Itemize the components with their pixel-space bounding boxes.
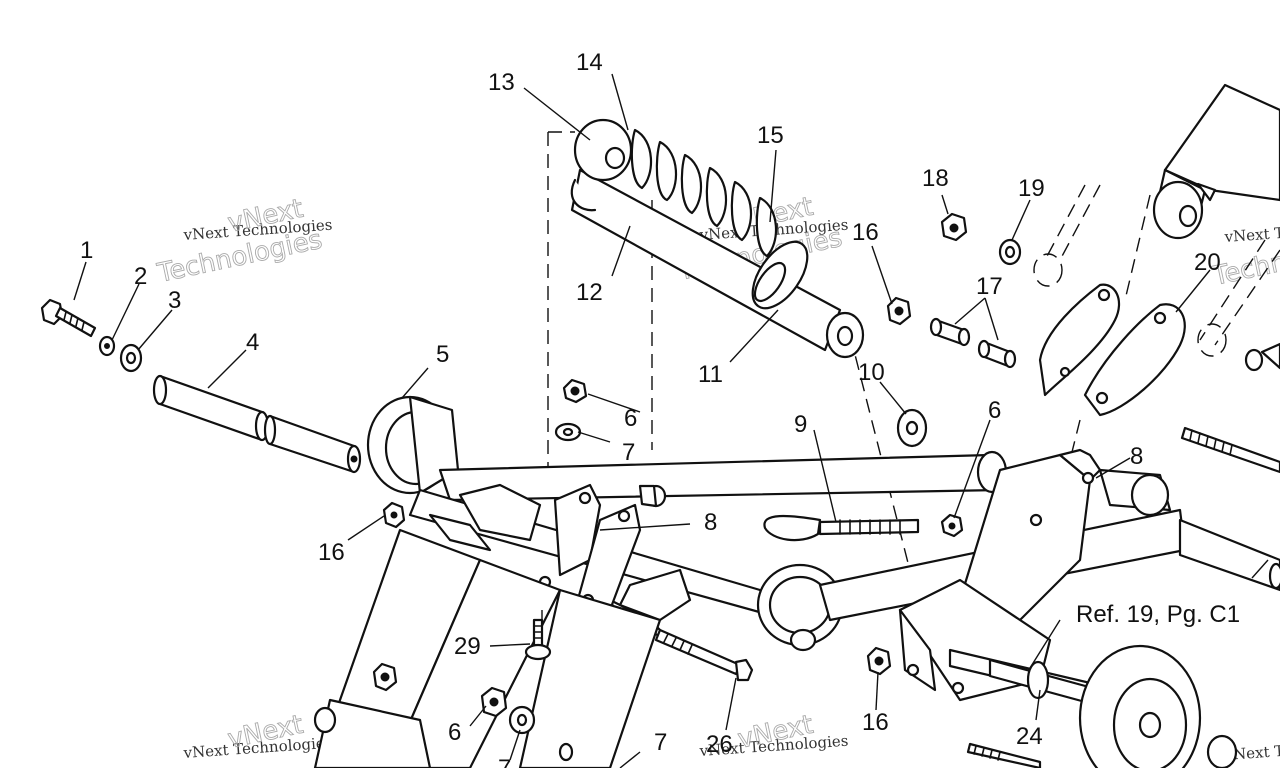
callout-7-center: 7 — [622, 439, 635, 466]
callout-16-upper: 16 — [852, 219, 879, 246]
nut-6-lower — [480, 686, 508, 718]
callout-29: 29 — [454, 633, 481, 660]
callout-2: 2 — [134, 263, 147, 290]
nut-16-upper — [886, 296, 912, 326]
callout-3: 3 — [168, 287, 181, 314]
callout-8-right: 8 — [1130, 443, 1143, 470]
callout-13: 13 — [488, 69, 515, 96]
axle-and-wheel — [988, 644, 1238, 768]
callout-5: 5 — [436, 341, 449, 368]
callout-16-left: 16 — [318, 539, 345, 566]
shock-absorber — [570, 118, 865, 359]
callout-6-lower: 6 — [448, 719, 461, 746]
leader-lines — [73, 73, 1269, 768]
callout-4: 4 — [246, 329, 259, 356]
callout-14: 14 — [576, 49, 603, 76]
callout-7-lower-left: 7 — [498, 755, 511, 768]
callout-17: 17 — [976, 273, 1003, 300]
washer-10 — [896, 408, 928, 448]
callout-12: 12 — [576, 279, 603, 306]
callout-20: 20 — [1194, 249, 1221, 276]
nut-16-lower — [866, 646, 892, 676]
callout-6-right: 6 — [988, 397, 1001, 424]
callout-9: 9 — [794, 411, 807, 438]
washer-right-edge — [1244, 342, 1280, 372]
lower-left-frame — [313, 528, 662, 768]
mounting-bracket-20 — [1038, 283, 1186, 417]
callout-19: 19 — [1018, 175, 1045, 202]
callout-6-center: 6 — [624, 405, 637, 432]
callout-8-center: 8 — [704, 509, 717, 536]
upper-right-shock — [1152, 83, 1280, 240]
washer-7-lower — [508, 705, 574, 762]
shaft-4 — [152, 374, 362, 474]
callout-18: 18 — [922, 165, 949, 192]
eye-bolt-9 — [763, 514, 920, 542]
bolt-26 — [654, 628, 754, 682]
bolt-1 — [40, 298, 97, 338]
reference-note: Ref. 19, Pg. C1 — [1076, 601, 1240, 628]
nut-6-center — [562, 378, 588, 404]
svg-text:vNext Te: vNext Te — [1223, 741, 1280, 764]
callout-24: 24 — [1016, 723, 1043, 750]
washer-7-center — [554, 422, 582, 442]
washer-2 — [98, 335, 116, 357]
threaded-rod-right — [966, 426, 1280, 768]
callout-11: 11 — [698, 361, 723, 388]
bolt-29 — [524, 618, 552, 661]
callout-10: 10 — [858, 359, 885, 386]
callout-26: 26 — [706, 731, 733, 758]
callout-16-lower: 16 — [862, 709, 889, 736]
main-frame — [366, 395, 1280, 708]
nut-18 — [940, 212, 968, 242]
washer-3 — [119, 343, 143, 373]
washer-19 — [998, 238, 1022, 266]
spacer-dashed — [1033, 253, 1227, 357]
callout-1: 1 — [80, 237, 93, 264]
callouts: 1 2 3 4 5 6 6 6 7 7 7 8 8 9 10 11 12 13 … — [80, 49, 1240, 768]
callout-15: 15 — [757, 122, 784, 149]
nut-6-right — [940, 513, 964, 538]
bushing-17 — [929, 317, 1017, 369]
nut-16-left — [382, 501, 406, 529]
callout-7-lower: 7 — [654, 729, 667, 756]
svg-text:vNext Technologies: vNext Technologies — [1223, 218, 1280, 246]
